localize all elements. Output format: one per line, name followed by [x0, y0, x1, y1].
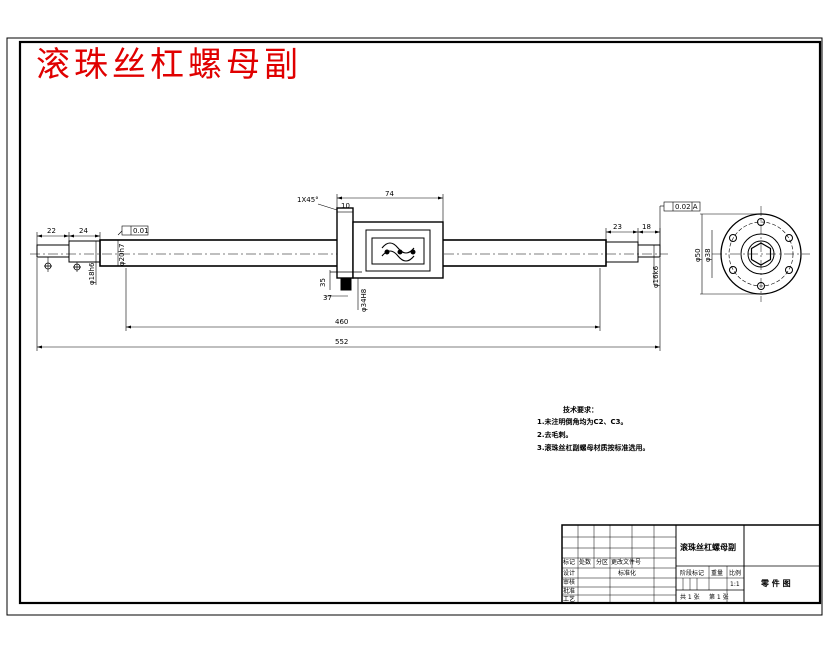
- dimension-lines: [36, 194, 701, 351]
- inner-border: [18, 40, 822, 605]
- drawing-title: 滚珠丝杠螺母副: [36, 45, 302, 85]
- flange-side-view: [700, 206, 810, 302]
- tb-sheet-number: 第 1 张: [709, 593, 729, 601]
- dim-552: 552: [335, 338, 348, 346]
- dim-10: 10: [341, 202, 350, 210]
- datum-markers: [44, 262, 81, 271]
- arrowheads: [37, 196, 660, 349]
- tb-label-standard: 标准化: [618, 569, 636, 577]
- tolerance-right-value: 0.02 A: [675, 203, 698, 211]
- technical-notes: 技术要求： 1.未注明倒角均为C2、C3。 2.去毛刺。 3.滚珠丝杠副螺母材质…: [537, 405, 650, 452]
- dim-23: 23: [613, 223, 622, 231]
- tb-label-approve: 批准: [563, 587, 575, 595]
- title-block-drawing-type: 零 件 图: [760, 578, 791, 588]
- tb-sheet-total: 共 1 张: [680, 593, 700, 601]
- dim-18: 18: [642, 223, 651, 231]
- dim-phi38: φ38: [704, 248, 712, 262]
- tech-note-1: 1.未注明倒角均为C2、C3。: [537, 417, 628, 426]
- dim-37: 37: [323, 294, 332, 302]
- tolerance-left-value: 0.01: [133, 227, 149, 235]
- outer-border: [6, 37, 823, 616]
- tb-label-count: 处数: [579, 558, 591, 566]
- dim-460: 460: [335, 318, 348, 326]
- tech-notes-heading: 技术要求：: [563, 405, 598, 414]
- tb-label-zone: 分区: [596, 558, 608, 566]
- tb-scale-value: 1:1: [730, 581, 740, 588]
- dim-phi16k6: φ16k6: [652, 265, 660, 288]
- dim-chamfer: 1X45°: [297, 196, 319, 204]
- tb-label-stage: 阶段标记: [680, 569, 704, 577]
- screw-shaft-front-view: [30, 207, 668, 291]
- tb-label-mark: 标记: [563, 558, 575, 566]
- tb-label-change-doc: 更改文件号: [611, 558, 641, 566]
- dim-phi20h7: φ20h7: [118, 244, 126, 266]
- tb-label-scale: 比例: [729, 569, 741, 577]
- dim-35: 35: [319, 278, 327, 287]
- tech-note-2: 2.去毛刺。: [537, 430, 573, 439]
- dim-74: 74: [385, 190, 394, 198]
- tb-label-review: 审核: [563, 578, 575, 586]
- dim-phi50: φ50: [694, 248, 702, 262]
- tech-note-3: 3.滚珠丝杠副螺母材质按标准选用。: [537, 443, 650, 452]
- dim-phi34: φ34H8: [360, 289, 368, 312]
- tb-label-design: 设计: [563, 569, 575, 577]
- title-block-part-name: 滚珠丝杠螺母副: [680, 542, 736, 552]
- dim-phi18h6: φ18h6: [88, 262, 96, 285]
- dim-22: 22: [47, 227, 56, 235]
- title-block: [561, 524, 821, 604]
- tb-label-weight: 重量: [711, 569, 723, 577]
- dim-24: 24: [79, 227, 88, 235]
- tb-label-process: 工艺: [563, 595, 575, 603]
